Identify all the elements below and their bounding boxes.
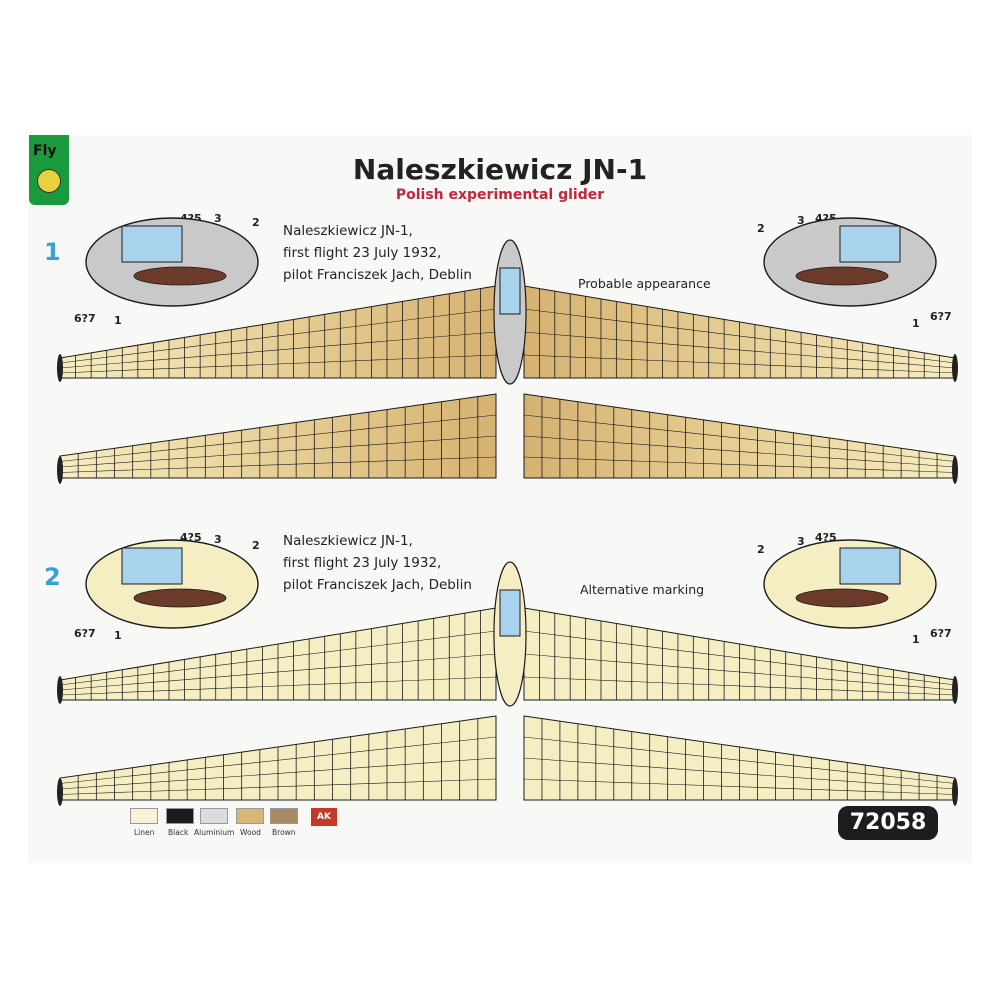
fuselage-side-view-right-wing-root (795, 266, 889, 286)
swatch-black (166, 808, 194, 824)
wing-bottom-right-spar (523, 736, 956, 784)
scheme-2-note: Alternative marking (580, 582, 705, 597)
fuselage-side-view-left-wing-root (133, 588, 227, 608)
swatch-label: Black (168, 828, 189, 837)
callout-s2-left: 1 (114, 629, 122, 642)
fly-logo-text: Fly (33, 143, 57, 159)
swatch-wood (236, 808, 264, 824)
wingtip-skid-left (57, 456, 63, 484)
wingtip-skid-right (952, 778, 958, 806)
wing-bottom-left-spar (59, 435, 497, 468)
callout-s1-left: 6?7 (74, 312, 96, 325)
fuselage-side-view-right-wing-root (795, 588, 889, 608)
callout-s1-right: 2 (757, 222, 765, 235)
wing-top-right-spar (523, 331, 956, 369)
scheme-1-number: 1 (44, 238, 61, 266)
wing-bottom-right-spar (523, 757, 956, 790)
fuselage-side-view-left-wing-root (133, 266, 227, 286)
fuselage-side-view-left-window (121, 225, 183, 263)
scheme-2-caption-line: pilot Franciszek Jach, Deblin (283, 577, 472, 593)
swatch-linen (130, 808, 158, 824)
wing-top-left-spar (59, 676, 497, 696)
fuselage-side-view-right-window (839, 547, 901, 585)
callout-s1-right: 3 (797, 214, 805, 227)
wing-top-left-spar (59, 653, 497, 691)
fuselage-top-view-canopy (499, 267, 521, 315)
fly-brand-logo: Fly (29, 135, 69, 205)
wing-top-left-spar (59, 308, 497, 364)
wingtip-skid-right (952, 354, 958, 382)
wingtip-skid-left (57, 778, 63, 806)
callout-s1-left: 1 (114, 314, 122, 327)
wing-top-right-spar (523, 354, 956, 374)
swatch-brown (270, 808, 298, 824)
wing-bottom-right-spar (523, 778, 956, 795)
wing-bottom-right-spar (523, 435, 956, 468)
wing-top-right-spar (523, 676, 956, 696)
wing-bottom-left-spar (59, 456, 497, 473)
wing-top-left-spar (59, 630, 497, 686)
scheme-1-caption-line: Naleszkiewicz JN-1, (283, 223, 413, 239)
wingtip-skid-left (57, 354, 63, 382)
callout-s1-right: 6?7 (930, 310, 952, 323)
fuselage-side-view-right-window (839, 225, 901, 263)
wing-top-left-spar (59, 354, 497, 374)
wingtip-skid-right (952, 676, 958, 704)
callout-s2-left: 2 (252, 539, 260, 552)
callout-s2-left: 6?7 (74, 627, 96, 640)
callout-s1-left: 3 (214, 212, 222, 225)
swatch-label: Aluminium (194, 828, 235, 837)
scheme-1-caption-line: pilot Franciszek Jach, Deblin (283, 267, 472, 283)
swatch-label: Brown (272, 828, 296, 837)
scheme-2-number: 2 (44, 563, 61, 591)
callout-s2-right: 2 (757, 543, 765, 556)
wing-top-right-spar (523, 653, 956, 691)
ak-brand-logo: AK (311, 808, 337, 826)
product-code-badge: 72058 (838, 806, 938, 840)
swatch-label: Linen (134, 828, 155, 837)
scheme-2-caption: Naleszkiewicz JN-1, first flight 23 July… (283, 530, 472, 596)
fuselage-side-view-left-window (121, 547, 183, 585)
wing-top-right-spar (523, 308, 956, 364)
wing-bottom-left-spar (59, 414, 497, 462)
swatch-aluminium (200, 808, 228, 824)
scheme-1-caption: Naleszkiewicz JN-1, first flight 23 July… (283, 220, 472, 286)
page-title: Naleszkiewicz JN-1 (352, 153, 648, 186)
wing-top-left-spar (59, 331, 497, 369)
scheme-2-caption-line: Naleszkiewicz JN-1, (283, 533, 413, 549)
scheme-2-caption-line: first flight 23 July 1932, (283, 555, 442, 571)
wing-bottom-right-spar (523, 414, 956, 462)
scheme-1-note: Probable appearance (578, 276, 711, 291)
page-subtitle: Polish experimental glider (395, 187, 605, 203)
wingtip-skid-right (952, 456, 958, 484)
callout-s2-left: 3 (214, 533, 222, 546)
wing-top-right-spar (523, 630, 956, 686)
fuselage-top-view-canopy (499, 589, 521, 637)
wingtip-skid-left (57, 676, 63, 704)
callout-s2-right: 6?7 (930, 627, 952, 640)
wing-bottom-right-spar (523, 456, 956, 473)
callout-s2-right: 1 (912, 633, 920, 646)
scheme-1-caption-line: first flight 23 July 1932, (283, 245, 442, 261)
callout-s1-left: 2 (252, 216, 260, 229)
callout-s2-right: 3 (797, 535, 805, 548)
fly-mascot-icon (37, 169, 61, 193)
swatch-label: Wood (240, 828, 261, 837)
wing-bottom-left-spar (59, 736, 497, 784)
wing-bottom-left-spar (59, 757, 497, 790)
wing-bottom-left-spar (59, 778, 497, 795)
callout-s1-right: 1 (912, 317, 920, 330)
